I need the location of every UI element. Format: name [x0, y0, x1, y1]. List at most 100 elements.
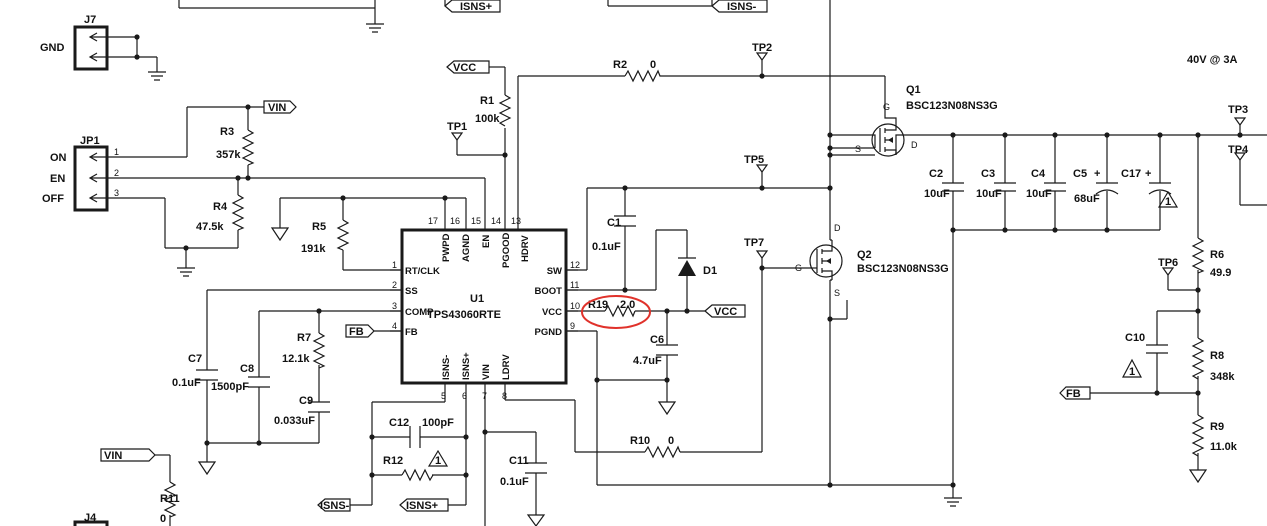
u1-pin-hdrv: HDRV [520, 235, 531, 262]
c5-plus: + [1094, 168, 1100, 180]
c6-ref: C6 [650, 334, 664, 346]
c12-value: 100pF [422, 417, 454, 429]
u1-pin-2-num: 2 [392, 280, 397, 290]
c1-value: 0.1uF [592, 241, 621, 253]
u1-pin-comp: COMP [405, 307, 434, 318]
q1-g-label: G [883, 102, 890, 112]
tp7-label: TP7 [744, 237, 764, 249]
u1-part: TPS43060RTE [427, 309, 501, 321]
connector-j7: J7 GND [40, 14, 109, 71]
r8-body [1191, 337, 1205, 380]
c2-ref: C2 [929, 168, 943, 180]
c5-ref: C5 [1073, 168, 1087, 180]
u1-pin-pgnd: PGND [535, 327, 563, 338]
net-fb-left: FB [349, 326, 364, 338]
q2-ref: Q2 [857, 249, 872, 261]
u1-pin-3-num: 3 [392, 301, 397, 311]
u1-pin-4-num: 4 [392, 321, 397, 331]
net-fb-right: FB [1066, 388, 1081, 400]
net-vin-bottom: VIN [104, 450, 122, 462]
r19-value: 2.0 [620, 299, 635, 311]
u1-pin-12-num: 12 [570, 260, 580, 270]
r7-value: 12.1k [282, 353, 310, 365]
note-marker-r12: 1 [435, 455, 441, 467]
note-markers: 1 1 1 [427, 190, 1179, 467]
jp1-ref: JP1 [80, 135, 100, 147]
u1-pin-rtclk: RT/CLK [405, 266, 440, 277]
u1-pin-10-num: 10 [570, 301, 580, 311]
jp1-pin-3: 3 [114, 188, 119, 198]
connector-jp1: JP1 ON EN OFF 1 2 3 [42, 135, 119, 212]
r2-value: 0 [650, 59, 656, 71]
r2-body [624, 69, 665, 83]
r5-value: 191k [301, 243, 326, 255]
r8-ref: R8 [1210, 350, 1224, 362]
note-marker-c17: 1 [1165, 196, 1171, 208]
r12-ref: R12 [383, 455, 403, 467]
u1-pin-5-num: 5 [441, 391, 446, 401]
u1-pin-17-num: 17 [428, 216, 438, 226]
q1-d-label: D [911, 140, 918, 150]
u1-pin-14-num: 14 [491, 216, 501, 226]
capacitors: C1 0.1uF C2 10uF C3 10uF C4 10uF C5 + 68… [172, 168, 1172, 488]
u1-pin-boot: BOOT [535, 286, 563, 297]
tp3-label: TP3 [1228, 104, 1248, 116]
q2-s-label: S [834, 288, 840, 298]
u1-pin-1-num: 1 [392, 260, 397, 270]
tp1-label: TP1 [447, 121, 467, 133]
r19-body [604, 304, 636, 318]
r4-value: 47.5k [196, 221, 224, 233]
r8-value: 348k [1210, 371, 1235, 383]
r1-value: 100k [475, 113, 500, 125]
c11-value: 0.1uF [500, 476, 529, 488]
net-vcc-right: VCC [714, 306, 737, 318]
net-isns-plus-top: ISNS+ [460, 1, 492, 13]
net-isns-minus-bottom: ISNS- [320, 500, 350, 512]
u1-pin-8-num: 8 [502, 391, 507, 401]
r2-ref: R2 [613, 59, 627, 71]
output-rating: 40V @ 3A [1187, 54, 1238, 66]
u1-pin-15-num: 15 [471, 216, 481, 226]
r19-ref: R19 [588, 299, 608, 311]
r3-value: 357k [216, 149, 241, 161]
c9-value: 0.033uF [274, 415, 315, 427]
c11-ref: C11 [509, 455, 529, 467]
u1-pin-6-num: 6 [462, 391, 467, 401]
r9-body [1191, 414, 1205, 457]
r10-value: 0 [668, 435, 674, 447]
r10-ref: R10 [630, 435, 650, 447]
u1-pin-pwpd: PWPD [441, 233, 452, 262]
r4-ref: R4 [213, 201, 228, 213]
c3-ref: C3 [981, 168, 995, 180]
net-vin-top: VIN [268, 102, 286, 114]
tp6-label: TP6 [1158, 257, 1178, 269]
r5-ref: R5 [312, 221, 326, 233]
r7-body [312, 332, 326, 369]
u1-pin-9-num: 9 [570, 321, 575, 331]
q2-g-label: G [795, 263, 802, 273]
red-annotation-circle [581, 295, 651, 329]
r11-body [163, 481, 177, 518]
tp4-label: TP4 [1228, 144, 1249, 156]
j7-ref: J7 [84, 14, 96, 26]
r6-body [1191, 237, 1205, 274]
r12-body [401, 468, 434, 482]
tp2-label: TP2 [752, 42, 772, 54]
c17-ref: C17 [1121, 168, 1141, 180]
ground-symbols [148, 23, 1208, 526]
u1-pin-fb: FB [405, 327, 418, 338]
r3-body [241, 129, 255, 166]
u1-pin-ss: SS [405, 286, 418, 297]
d1-ref: D1 [703, 265, 717, 277]
q1-ref: Q1 [906, 84, 921, 96]
q1-s-label: S [855, 144, 861, 154]
tp5-label: TP5 [744, 154, 764, 166]
q2-part: BSC123N08NS3G [857, 263, 949, 275]
c8-ref: C8 [240, 363, 254, 375]
q1-part: BSC123N08NS3G [906, 100, 998, 112]
r5-body [336, 219, 350, 251]
u1-pin-isns-minus: ISNS- [441, 355, 452, 380]
u1-pin-11-num: 11 [570, 280, 579, 290]
jp1-pin-2: 2 [114, 168, 119, 178]
